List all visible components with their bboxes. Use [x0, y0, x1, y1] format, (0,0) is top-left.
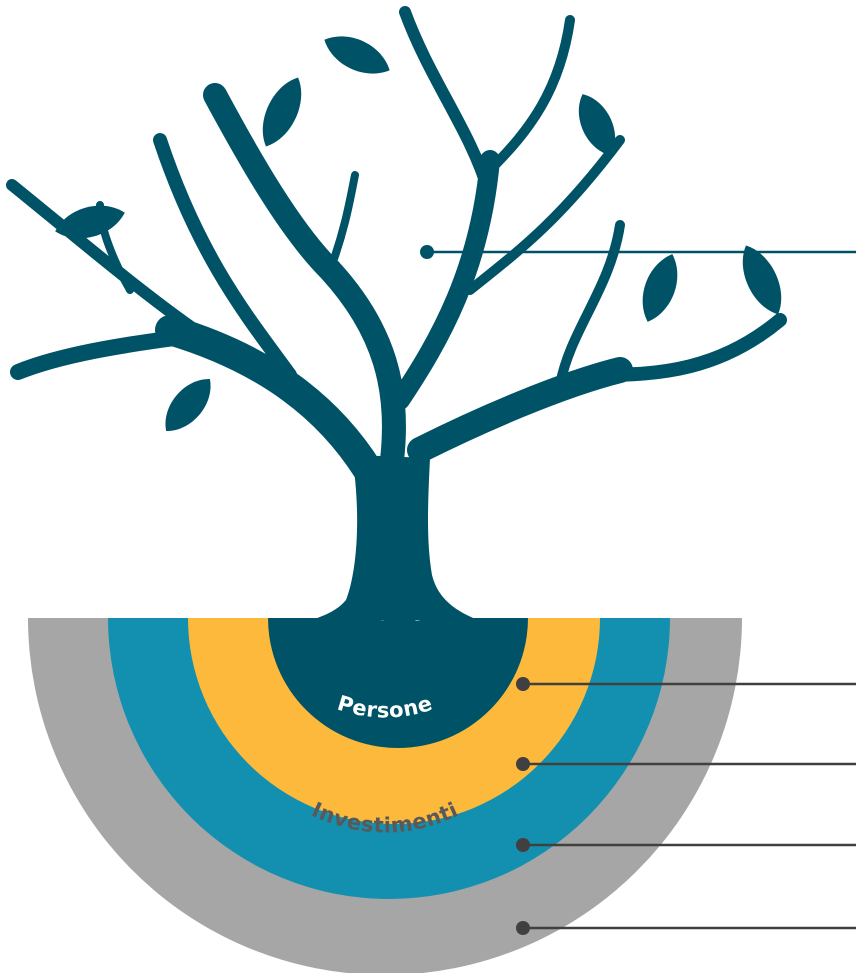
- leaf-icon: [165, 378, 211, 432]
- connector-persone: [516, 838, 856, 852]
- branch-right-twig: [555, 220, 625, 390]
- branch-top: [399, 6, 494, 196]
- ring-stack: [28, 618, 742, 973]
- core-root-area: [268, 618, 528, 748]
- tree-icon: [6, 6, 787, 620]
- connector-investimenti: [516, 921, 856, 935]
- branch-left-mid: [153, 133, 297, 382]
- connector-tree: [420, 245, 856, 259]
- branch-right-main: [407, 357, 633, 463]
- leaf-icon: [55, 205, 125, 239]
- leaf-icon: [642, 254, 678, 322]
- tree-trunk: [312, 455, 478, 620]
- leaf-icon: [262, 77, 302, 147]
- branch-left-low: [10, 328, 198, 380]
- branch-top-right: [485, 15, 575, 175]
- branch-up-right: [390, 150, 500, 410]
- leaf-icon: [578, 94, 616, 156]
- connector-core: [516, 677, 856, 691]
- branch-right-mid: [465, 135, 625, 295]
- branch-center-twig: [326, 171, 359, 274]
- leaf-icon: [742, 245, 782, 315]
- branch-right-low: [593, 313, 787, 382]
- connector-tecnologie: [516, 757, 856, 771]
- leaf-icon: [324, 36, 390, 74]
